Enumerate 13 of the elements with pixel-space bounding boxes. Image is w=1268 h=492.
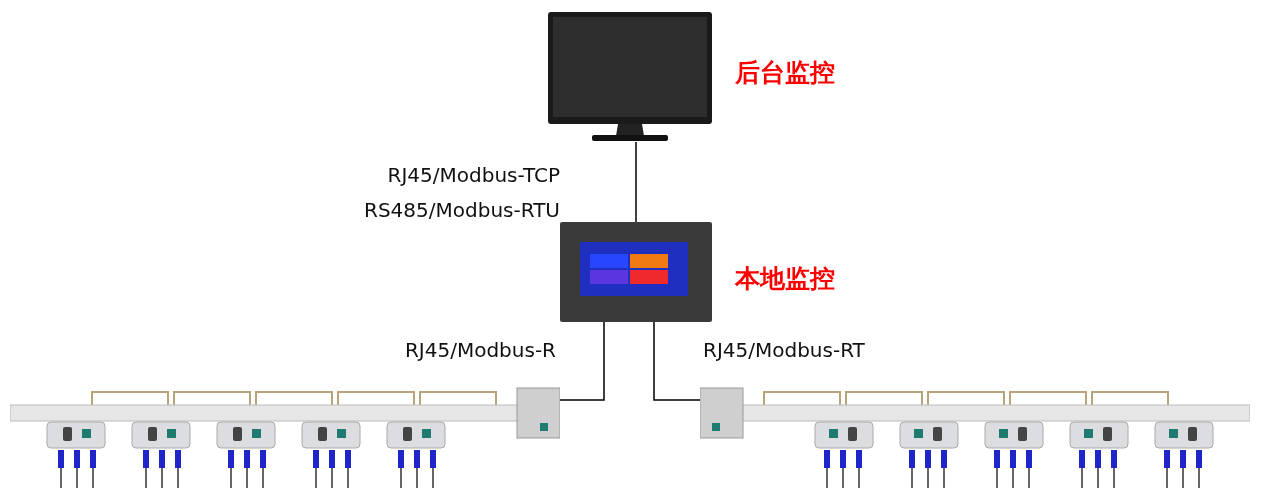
connector-line: [653, 321, 701, 401]
protocol-label: RJ45/Modbus-R: [404, 338, 556, 362]
busbar-drawing: [10, 385, 560, 490]
monitor-drawing: [548, 12, 712, 142]
touch-panel-drawing: [560, 222, 712, 322]
connector-line: [559, 321, 605, 401]
protocol-label: RJ45/Modbus-RT: [703, 338, 865, 362]
monitor-caption: 后台监控: [735, 57, 835, 89]
monitor-caption: 本地监控: [735, 263, 835, 295]
connector-line: [635, 141, 637, 223]
protocol-label: RJ45/Modbus-TCP: [387, 163, 560, 187]
protocol-label: RS485/Modbus-RTU: [364, 198, 560, 222]
busbar-drawing: [700, 385, 1250, 490]
